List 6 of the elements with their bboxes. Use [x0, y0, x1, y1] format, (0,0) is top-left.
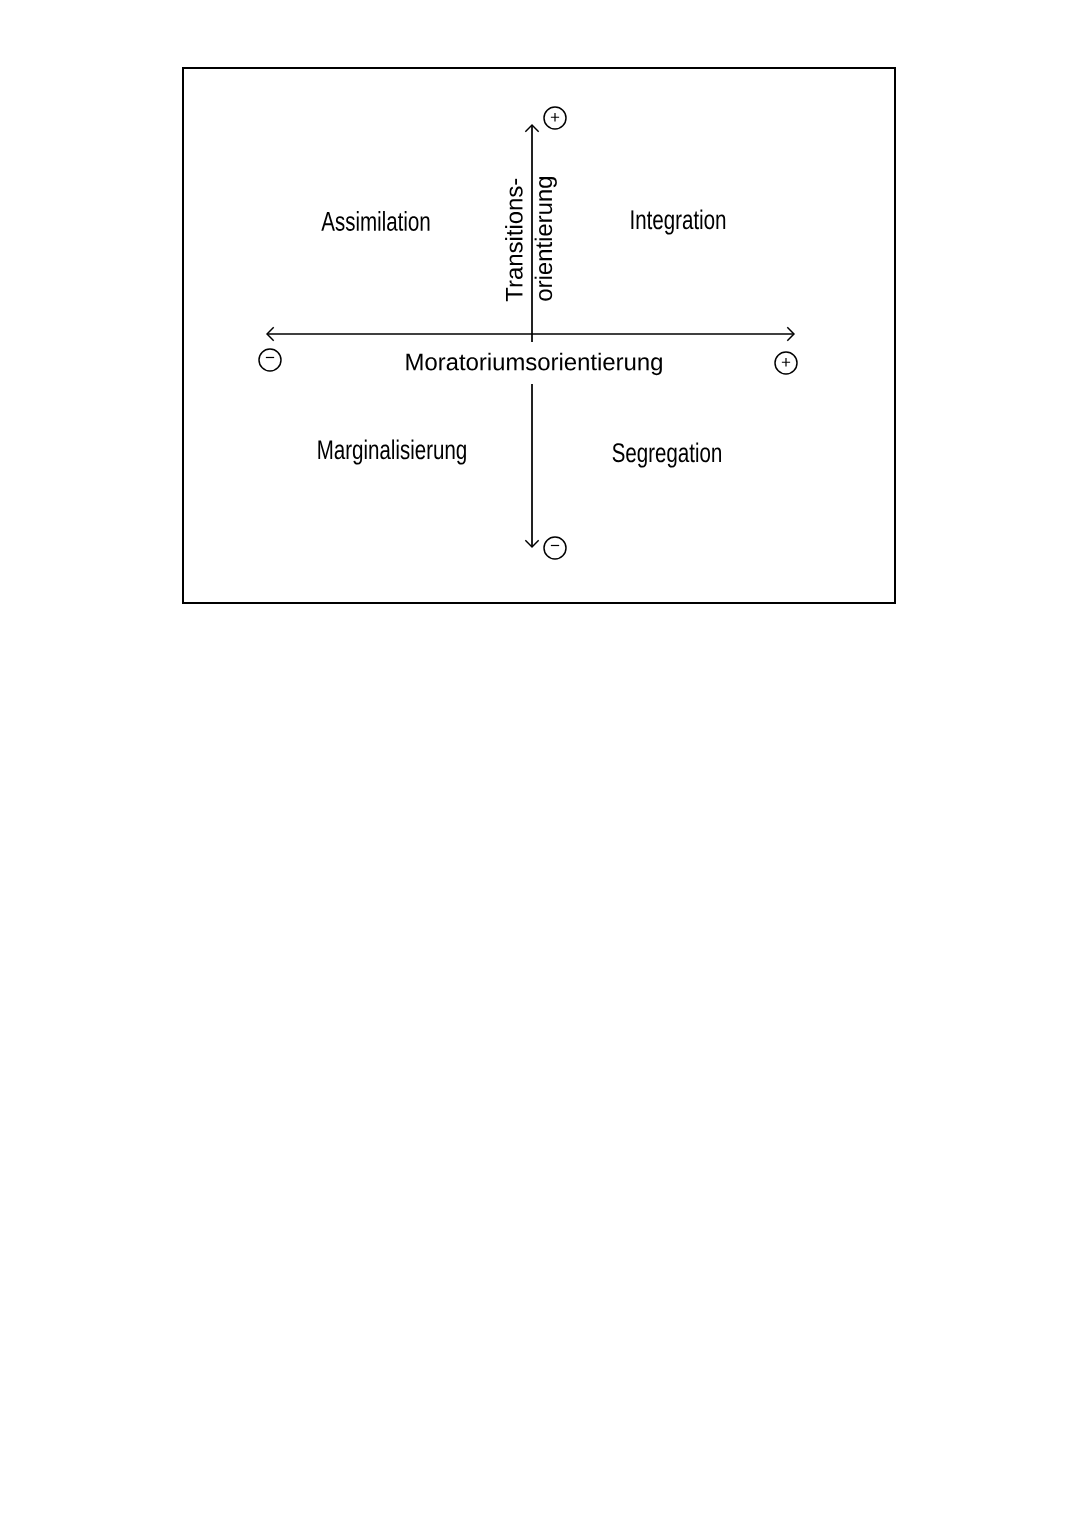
quadrant-label: Segregation	[612, 442, 721, 468]
quadrant-label: Assimilation	[321, 211, 430, 231]
quadrant-label: Marginalisierung	[318, 439, 466, 465]
quadrant-label: Integration	[631, 209, 726, 235]
axis-label: Moratoriumsorientierung	[406, 352, 662, 376]
axis-label: Transitions- orientierung	[505, 177, 557, 302]
